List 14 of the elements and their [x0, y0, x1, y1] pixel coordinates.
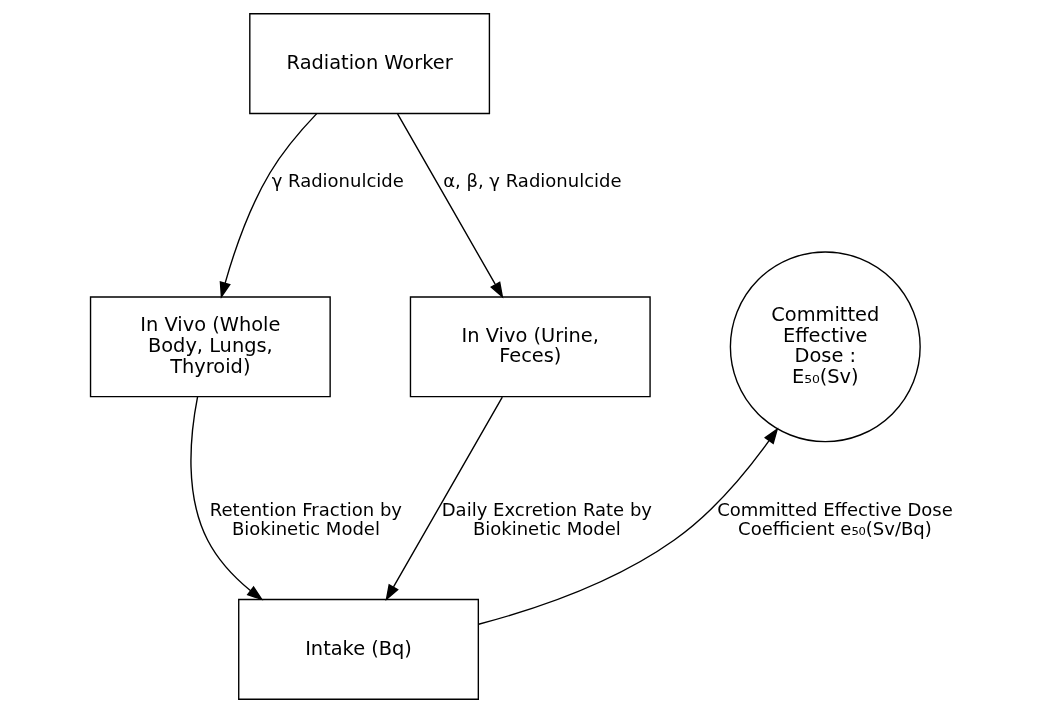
node-box: In Vivo (Urine, Feces) [409, 296, 651, 398]
node-box: Radiation Worker [248, 13, 490, 115]
edge-label: α, β, γ Radionulcide [442, 170, 622, 192]
edge-label: Committed Effective Dose Coefficient e₅₀(Sv/Bq) [716, 498, 953, 540]
edge-label: γ Radionulcide [271, 170, 404, 192]
arrow [396, 113, 503, 299]
arrow [477, 427, 778, 625]
node-box: In Vivo (Whole Body, Lungs, Thyroid) [89, 296, 331, 398]
edge-label: Daily Excretion Rate by Biokinetic Model [441, 498, 652, 540]
arrow [219, 112, 317, 299]
node-box: Intake (Bq) [237, 598, 479, 700]
arrow [189, 396, 263, 601]
arrow [384, 396, 503, 602]
edge-label: Retention Fraction by Biokinetic Model [209, 498, 402, 540]
